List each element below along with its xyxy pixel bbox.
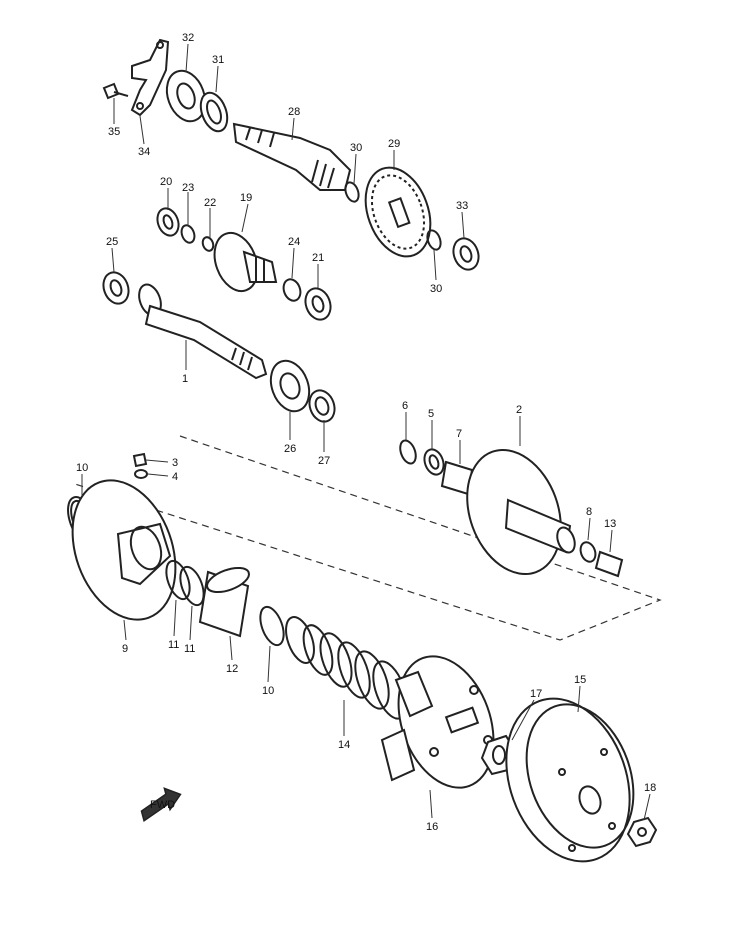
callout-5: 5 — [428, 408, 434, 420]
callout-11b: 11 — [184, 643, 195, 655]
collar-8 — [579, 541, 597, 563]
collar-12 — [198, 566, 250, 638]
callout-31: 31 — [212, 54, 224, 66]
pin-3 — [132, 452, 148, 468]
callout-9: 9 — [122, 643, 128, 655]
callout-19: 19 — [240, 192, 252, 204]
callout-33: 33 — [456, 200, 468, 212]
assembly-outline — [74, 435, 662, 641]
callout-22: 22 — [204, 197, 216, 209]
leader-lines — [81, 43, 651, 821]
o-ring-10-lower — [259, 605, 285, 647]
bearing-20 — [156, 207, 180, 237]
driven-face-2 — [466, 449, 576, 575]
drive-shaft-28 — [232, 122, 352, 191]
o-ring-11b — [179, 565, 205, 607]
fwd-arrow-text: FWD — [150, 799, 175, 811]
callout-35: 35 — [108, 126, 120, 138]
callout-30-lower: 30 — [430, 283, 442, 295]
callout-17: 17 — [530, 688, 542, 700]
callout-27: 27 — [318, 455, 330, 467]
callout-13: 13 — [604, 518, 616, 530]
bearing-32 — [165, 69, 207, 123]
bearing-25 — [102, 271, 130, 305]
circlip-6 — [399, 439, 417, 465]
circlip-22 — [201, 236, 215, 252]
callout-10-left: 10 — [76, 462, 88, 474]
o-ring-11a — [165, 559, 191, 601]
counter-gear-19 — [213, 231, 278, 293]
pin-4 — [134, 469, 148, 479]
callout-labels: 32 31 35 34 28 30 29 20 23 22 19 33 25 2… — [76, 32, 656, 833]
callout-10-lower: 10 — [262, 685, 274, 697]
bearing-26 — [269, 359, 311, 413]
callout-28: 28 — [288, 106, 300, 118]
bearing-5 — [423, 448, 445, 476]
primary-shaft-1 — [138, 283, 268, 380]
bearing-21 — [304, 287, 332, 321]
callout-15: 15 — [574, 674, 586, 686]
callout-8: 8 — [586, 506, 592, 518]
circlip-30-lower — [426, 229, 442, 251]
callout-30-top: 30 — [350, 142, 362, 154]
callout-16: 16 — [426, 821, 438, 833]
callout-2: 2 — [516, 404, 522, 416]
callout-7: 7 — [456, 428, 462, 440]
seal-31 — [199, 91, 229, 133]
seal-27 — [308, 389, 336, 423]
callout-25: 25 — [106, 236, 118, 248]
callout-34: 34 — [138, 146, 150, 158]
callout-11a: 11 — [168, 639, 179, 651]
callout-4: 4 — [172, 471, 178, 483]
drive-face-9 — [71, 479, 177, 621]
callout-1: 1 — [182, 373, 188, 385]
circlip-30-top — [344, 181, 360, 203]
final-gear-29 — [364, 166, 432, 258]
bracket-34 — [130, 38, 170, 117]
fwd-arrow: FWD — [140, 787, 182, 822]
callout-18: 18 — [644, 782, 656, 794]
nut-18 — [626, 816, 658, 848]
bearing-33 — [452, 237, 480, 271]
washer-24 — [282, 278, 302, 302]
callout-23: 23 — [182, 182, 194, 194]
callout-3: 3 — [172, 457, 178, 469]
callout-21: 21 — [312, 252, 324, 264]
clutch-housing-15 — [505, 697, 635, 863]
callout-12: 12 — [226, 663, 238, 675]
bolt-35 — [102, 82, 129, 100]
callout-14: 14 — [338, 739, 350, 751]
callout-26: 26 — [284, 443, 296, 455]
callout-6: 6 — [402, 400, 408, 412]
callout-24: 24 — [288, 236, 300, 248]
spring-14 — [285, 616, 408, 720]
spacer-13 — [594, 550, 624, 578]
callout-32: 32 — [182, 32, 194, 44]
washer-23 — [180, 224, 196, 244]
clutch-carrier-16 — [380, 655, 495, 789]
callout-20: 20 — [160, 176, 172, 188]
callout-29: 29 — [388, 138, 400, 150]
